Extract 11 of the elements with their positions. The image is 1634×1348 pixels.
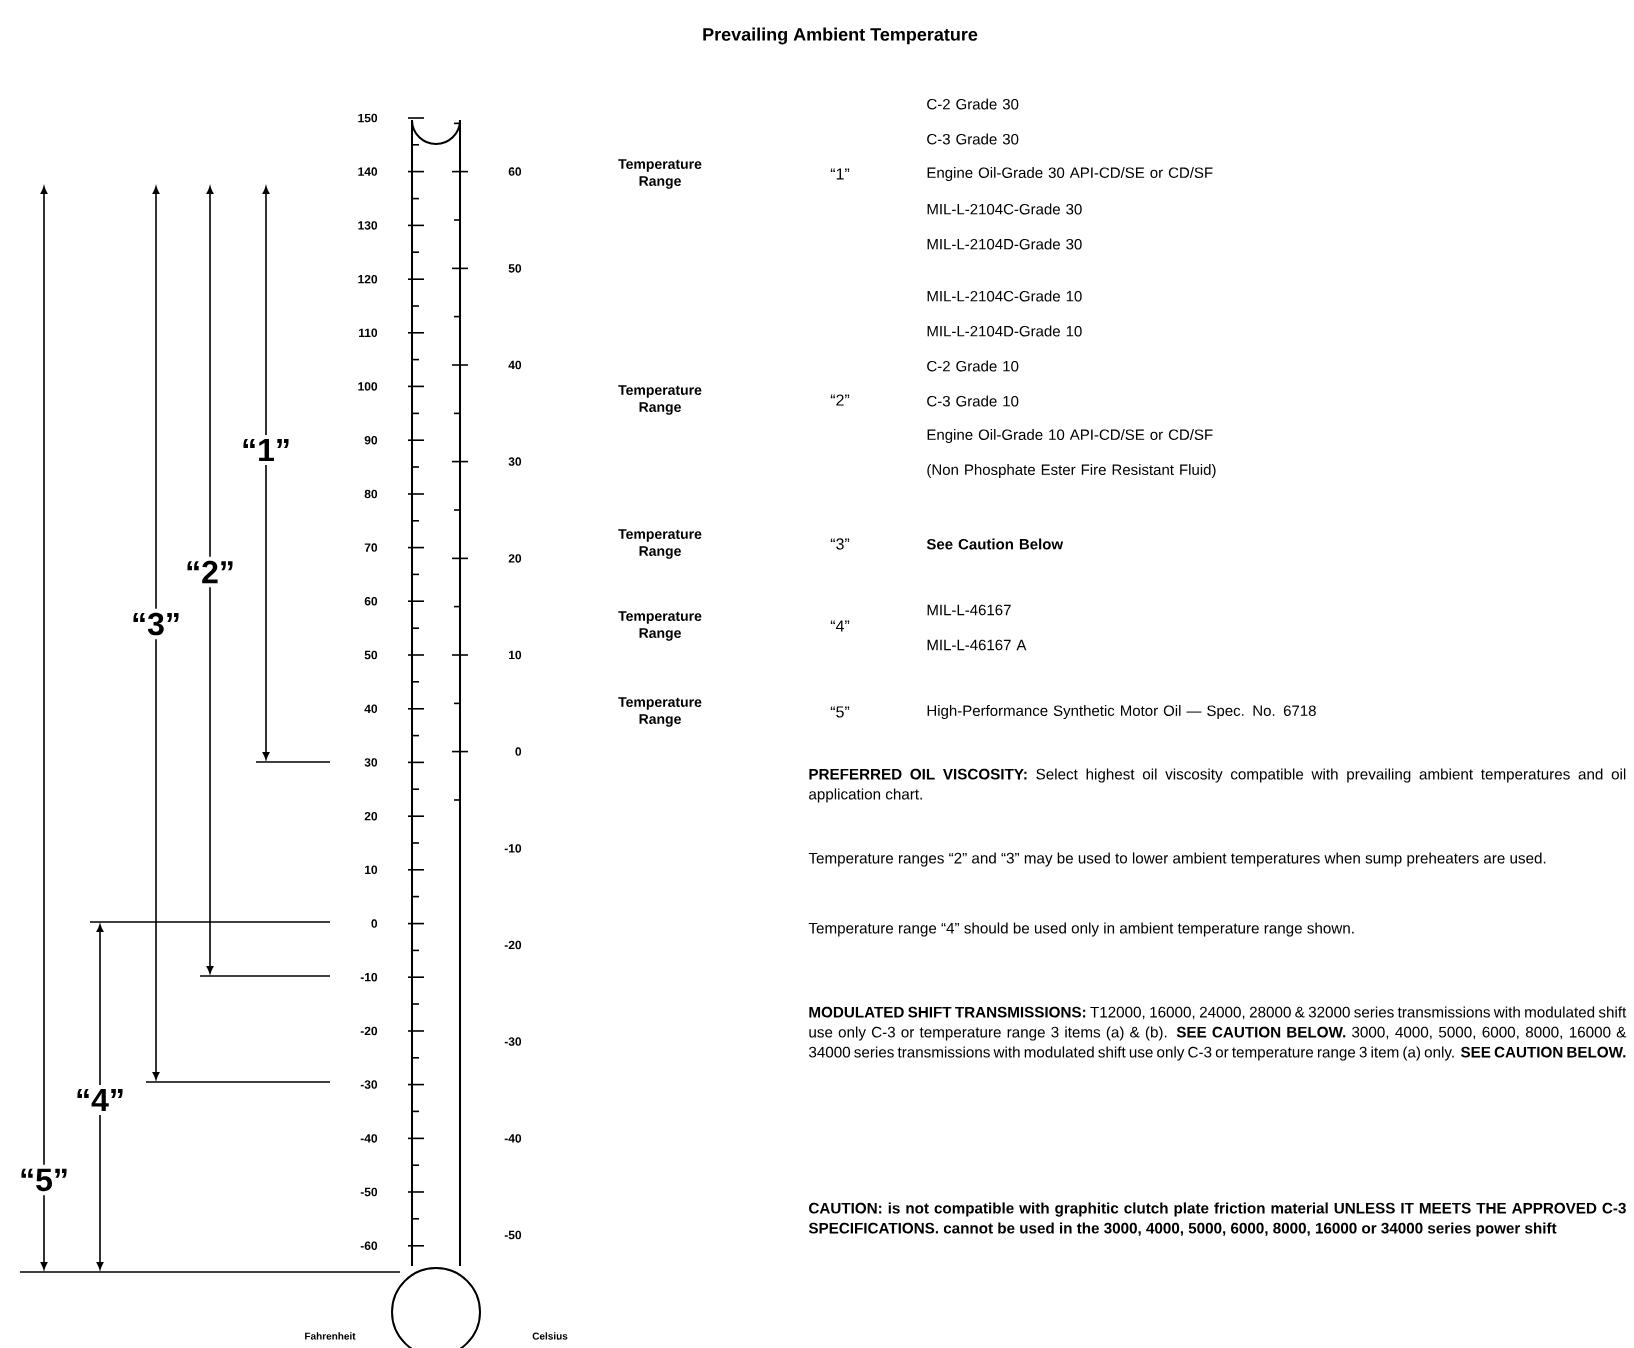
range-number: “5” [830,706,850,718]
title: Prevailing Ambient Temperature [703,27,978,45]
range-label: “1” [237,435,295,465]
range-label: “2” [181,556,239,588]
range-label: “4” [71,1085,129,1115]
range-label: “5” [15,1164,73,1196]
range-number: “2” [830,394,850,406]
range-number: “1” [830,168,850,180]
range-number: “4” [830,620,850,632]
range-label: “3” [127,608,185,640]
range-number: “3” [830,538,850,550]
